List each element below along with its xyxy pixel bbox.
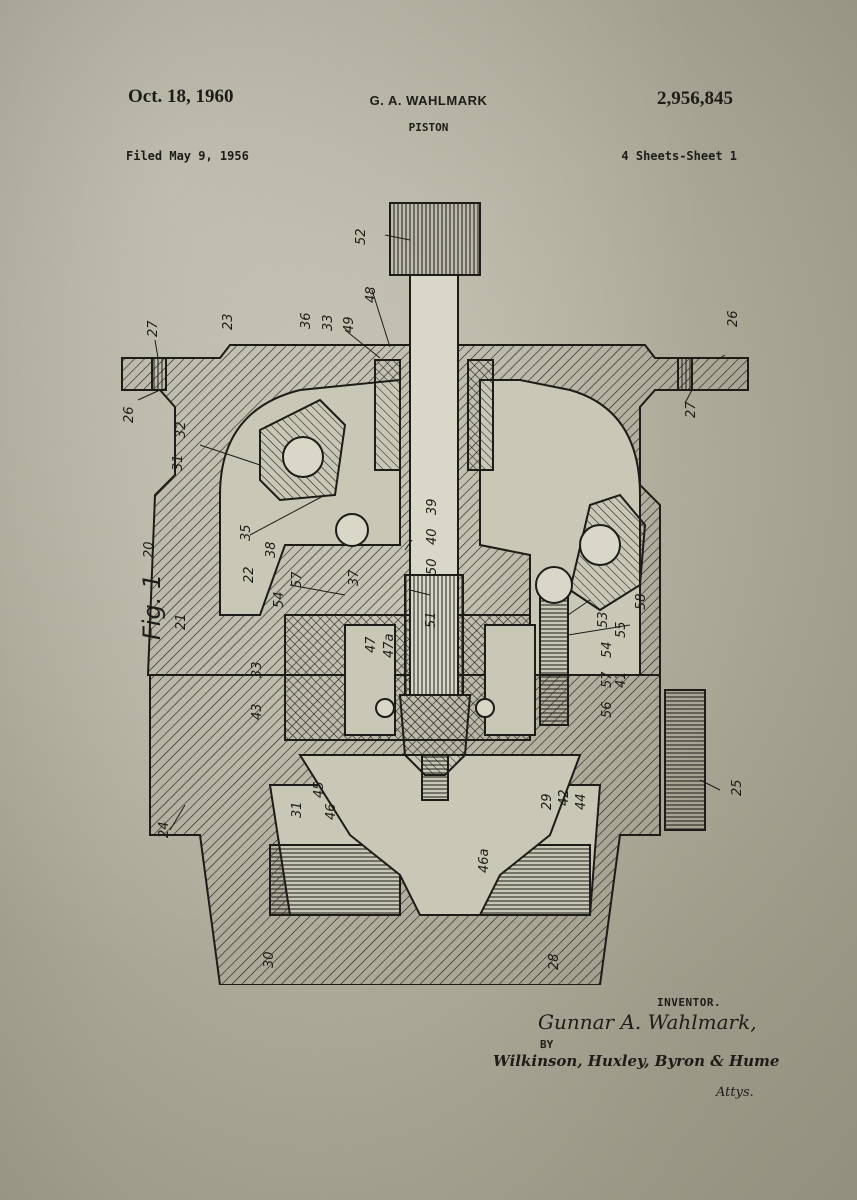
numeral-44: 44	[574, 793, 589, 810]
numeral-46: 46	[324, 803, 339, 820]
numeral-47a: 47a	[382, 633, 397, 658]
numeral-40: 40	[425, 528, 440, 545]
numeral-24: 24	[157, 821, 172, 838]
patent-date: Oct. 18, 1960	[128, 86, 234, 107]
patent-drawing: 52 48 49 23 27 26 26 27 36 33 32 31 35 3…	[121, 202, 749, 985]
numeral-48: 48	[364, 286, 379, 303]
attorney-signature: Wilkinson, Huxley, Byron & Hume	[493, 1052, 780, 1070]
numeral-36: 36	[299, 312, 314, 329]
numeral-54: 54	[272, 591, 287, 608]
numeral-57: 57	[290, 571, 305, 588]
patent-title: PISTON	[408, 121, 449, 134]
numeral-50: 50	[425, 558, 440, 575]
numeral-45: 45	[312, 781, 327, 798]
numeral-54-right: 54	[600, 641, 615, 658]
numeral-56: 56	[600, 701, 615, 718]
numeral-47: 47	[364, 636, 379, 653]
numeral-39: 39	[425, 498, 440, 515]
numeral-31-lower: 31	[290, 801, 305, 818]
numeral-20: 20	[142, 541, 157, 558]
numeral-27-right: 27	[684, 401, 699, 418]
sheet-count: 4 Sheets-Sheet 1	[621, 149, 737, 163]
filed-date: Filed May 9, 1956	[126, 149, 249, 163]
inventor-signature: Gunnar A. Wahlmark,	[538, 1010, 757, 1034]
numeral-35: 35	[239, 524, 254, 541]
numeral-46a: 46a	[477, 848, 492, 873]
numeral-23: 23	[221, 313, 236, 330]
numeral-21: 21	[174, 613, 189, 630]
numeral-26-left: 26	[122, 406, 137, 423]
numeral-52: 52	[354, 228, 369, 245]
numeral-57-right: 57	[600, 671, 615, 688]
numeral-41: 41	[614, 671, 629, 688]
numeral-37: 37	[347, 569, 362, 586]
patent-number: 2,956,845	[657, 88, 733, 109]
ball-right	[579, 524, 621, 566]
inventor-label: INVENTOR.	[657, 996, 722, 1009]
numeral-22: 22	[242, 566, 257, 583]
figure-label: Fig. 1	[138, 574, 166, 640]
numeral-49: 49	[342, 316, 357, 333]
numeral-38: 38	[264, 541, 279, 558]
numeral-58: 58	[634, 593, 649, 610]
numeral-25: 25	[730, 779, 745, 796]
numeral-33-lower: 33	[250, 661, 265, 678]
numeral-31: 31	[171, 454, 186, 471]
numeral-55: 55	[614, 621, 629, 638]
attorneys-abbreviation: Attys.	[716, 1085, 754, 1100]
ball-38	[335, 513, 369, 547]
numeral-29: 29	[540, 793, 555, 810]
numeral-42: 42	[557, 789, 572, 806]
numeral-33: 33	[321, 314, 336, 331]
numeral-27: 27	[146, 320, 161, 337]
numeral-43: 43	[250, 703, 265, 720]
numeral-30: 30	[262, 951, 277, 968]
numeral-28: 28	[547, 953, 562, 970]
numeral-51: 51	[424, 611, 439, 628]
inventor-name-header: G. A. WAHLMARK	[369, 93, 488, 108]
ball-36	[282, 436, 324, 478]
numeral-26: 26	[726, 310, 741, 327]
by-label: BY	[540, 1038, 554, 1051]
bolt-25	[664, 689, 706, 831]
numeral-32: 32	[174, 421, 189, 438]
numeral-53: 53	[596, 611, 611, 628]
